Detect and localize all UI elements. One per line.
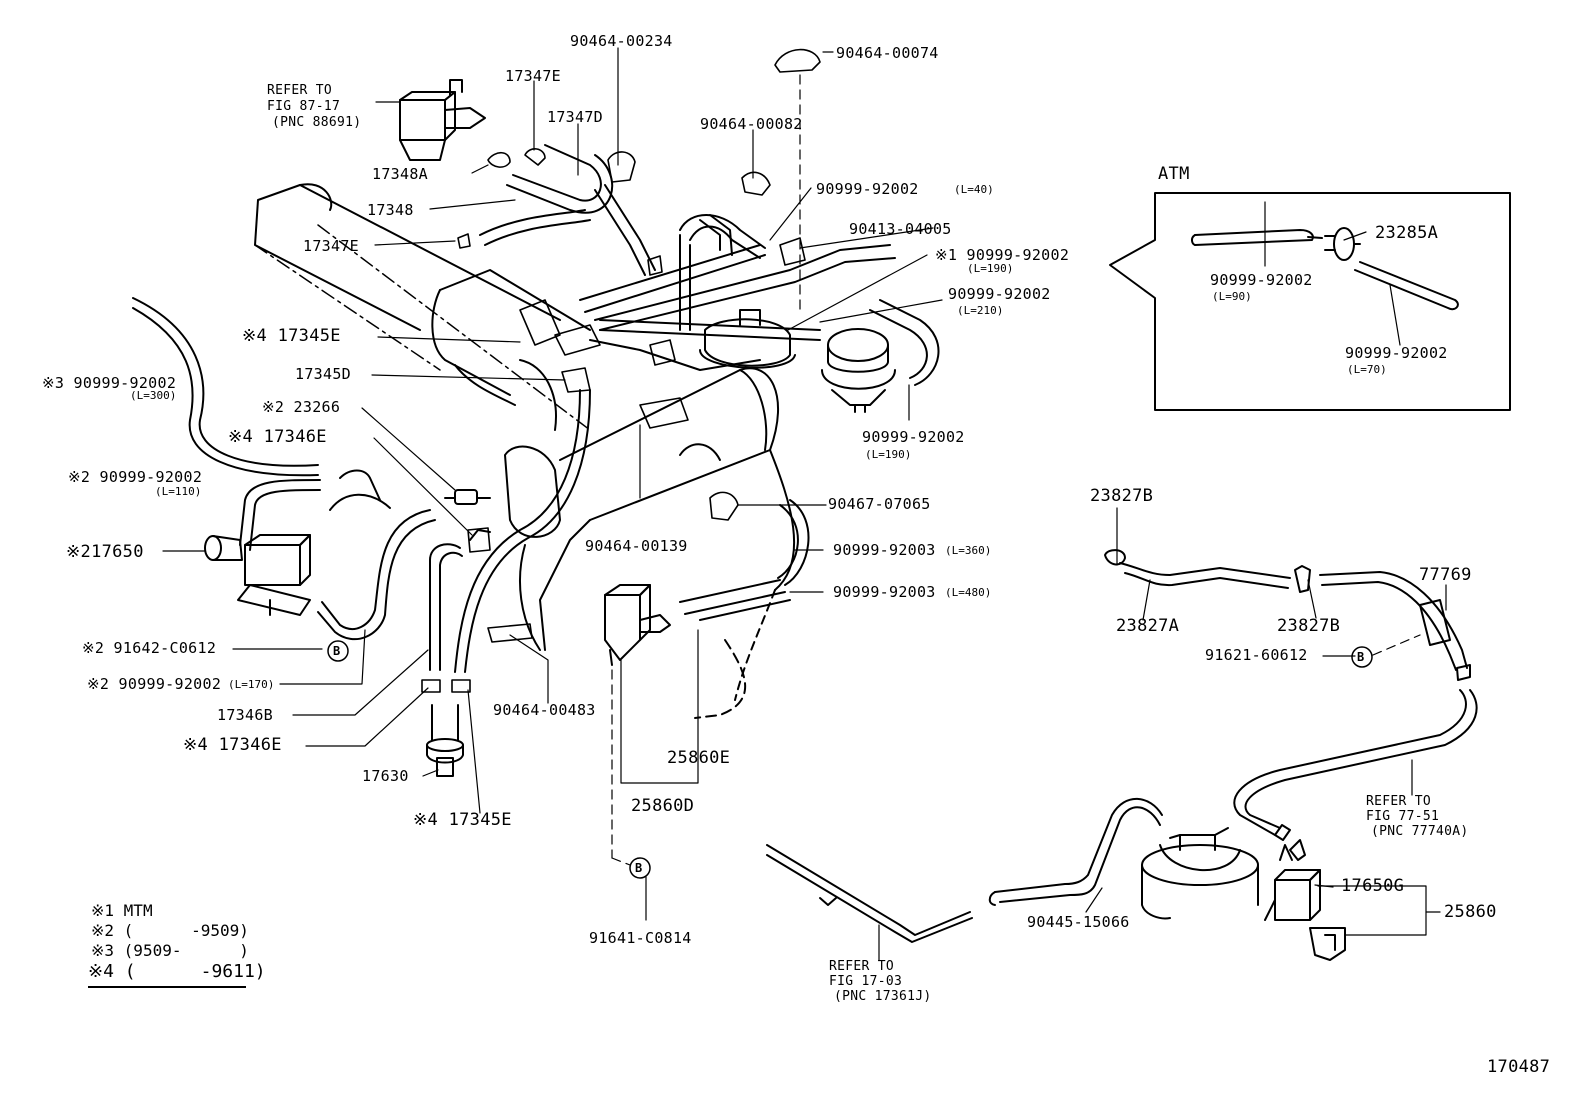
charcoal-canister-drawing <box>1141 827 1259 920</box>
part-label: 90445-15066 <box>1027 913 1130 931</box>
part-label: 25860E <box>667 748 731 768</box>
hose-l480-drawing <box>679 579 786 615</box>
part-label: 77769 <box>1419 565 1472 585</box>
part-label: 17347E <box>303 237 359 255</box>
part-label: ※3 90999-92002 <box>42 374 177 392</box>
leader-lines <box>162 47 1447 961</box>
hose-l360-drawing <box>784 499 810 586</box>
b-marker-label: B <box>333 644 341 658</box>
part-label: 90999-92002 <box>948 285 1051 303</box>
clamps-drawing <box>421 48 821 693</box>
part-label: ※4 17346E <box>228 427 327 447</box>
part-label: 25860 <box>1444 902 1497 922</box>
hose-extra-drawing <box>699 599 791 621</box>
part-label: 23827B <box>1277 616 1341 636</box>
part-label: 17347E <box>505 67 561 85</box>
refer-note-line: FIG 87-17 <box>267 99 341 114</box>
part-label: 91641-C0814 <box>589 929 692 947</box>
length-label: (L=210) <box>957 304 1004 317</box>
length-label: (L=300) <box>130 389 177 402</box>
part-label: 90999-92003 <box>833 583 936 601</box>
part-label: 17630 <box>362 767 409 785</box>
part-label: 17650G <box>1341 876 1405 896</box>
part-label: ※4 17345E <box>413 810 512 830</box>
length-label: (L=360) <box>945 544 992 557</box>
part-label: ※4 17345E <box>242 326 341 346</box>
length-label: (L=480) <box>945 586 992 599</box>
refer-note-line: FIG 17-03 <box>829 974 903 989</box>
refer-note-line: REFER TO <box>829 959 895 974</box>
part-label: 17345D <box>295 365 351 383</box>
length-label: (L=190) <box>865 448 912 461</box>
refer-note-line: REFER TO <box>1366 794 1432 809</box>
vsv-center-drawing <box>604 584 671 666</box>
part-label: 90999-92002 <box>862 428 965 446</box>
length-label: (L=110) <box>155 485 202 498</box>
vacuum-switch-drawing <box>426 704 464 777</box>
atm-inset-box <box>1109 192 1511 411</box>
legend-entry: ※1 MTM <box>91 901 153 920</box>
part-label: 23827B <box>1090 486 1154 506</box>
part-label: 90999-92003 <box>833 541 936 559</box>
part-label: 17348A <box>372 165 428 183</box>
part-label: 91621-60612 <box>1205 646 1308 664</box>
right-hoses-drawing <box>1104 549 1478 861</box>
figure-number: 170487 <box>1487 1057 1551 1077</box>
part-label: 23827A <box>1116 616 1180 636</box>
intake-pipe-drawing <box>254 183 796 719</box>
refer-note-line: (PNC 77740A) <box>1371 824 1469 839</box>
part-label: ※2 91642-C0612 <box>82 639 217 657</box>
part-label: ※1 90999-92002 <box>935 246 1070 264</box>
refer-note-line: (PNC 17361J) <box>834 989 932 1004</box>
part-label: 23285A <box>1375 223 1439 243</box>
part-label: ※217650 <box>66 542 144 562</box>
upper-hoses <box>479 144 940 386</box>
legend-entry: ※3 (9509- ) <box>91 941 249 960</box>
part-label: 90999-92002 <box>1345 344 1448 362</box>
b-markers-drawing <box>327 640 1373 879</box>
part-label: ※2 90999-92002 <box>68 468 203 486</box>
vsv-right-drawing <box>1264 869 1346 961</box>
part-label: ※2 23266 <box>262 398 341 416</box>
b-marker-label: B <box>1357 650 1365 664</box>
part-label: 90999-92002 <box>1210 271 1313 289</box>
part-label: 90464-00074 <box>836 44 939 62</box>
refer-note-line: FIG 77-51 <box>1366 809 1440 824</box>
length-label: (L=40) <box>954 183 994 196</box>
part-label: 90464-00139 <box>585 537 688 555</box>
legend-entry: ※4 ( -9611) <box>88 961 266 982</box>
legend-entry: ※2 ( -9509) <box>91 921 249 940</box>
part-label: 25860D <box>631 796 695 816</box>
part-label: ※4 17346E <box>183 735 282 755</box>
vsv-88691-drawing <box>399 79 486 161</box>
part-label: 17347D <box>547 108 603 126</box>
left-hoses <box>132 297 591 673</box>
length-label: (L=190) <box>967 262 1014 275</box>
part-label: 17346B <box>217 706 273 724</box>
part-label: 90464-00234 <box>570 32 673 50</box>
part-label: 90999-92002 <box>816 180 919 198</box>
refer-note-line: (PNC 88691) <box>272 115 362 130</box>
part-label: 17348 <box>367 201 414 219</box>
part-label: 90413-04005 <box>849 220 952 238</box>
vsv-left-drawing <box>204 534 311 616</box>
length-label: (L=70) <box>1347 363 1387 376</box>
length-label: (L=90) <box>1212 290 1252 303</box>
part-label: 90464-00082 <box>700 115 803 133</box>
vacuum-filter-drawing <box>444 489 491 505</box>
part-label: 90467-07065 <box>828 495 931 513</box>
legend-underline <box>88 986 246 988</box>
lower-hoses-drawing <box>766 797 1163 943</box>
part-label: ※2 90999-92002 <box>87 675 222 693</box>
part-label: 90464-00483 <box>493 701 596 719</box>
vacuum-modulator-drawing <box>821 328 896 413</box>
b-marker-label: B <box>635 861 643 875</box>
length-label: (L=170) <box>228 678 275 691</box>
inset-title: ATM <box>1158 164 1190 184</box>
refer-note-line: REFER TO <box>267 83 333 98</box>
